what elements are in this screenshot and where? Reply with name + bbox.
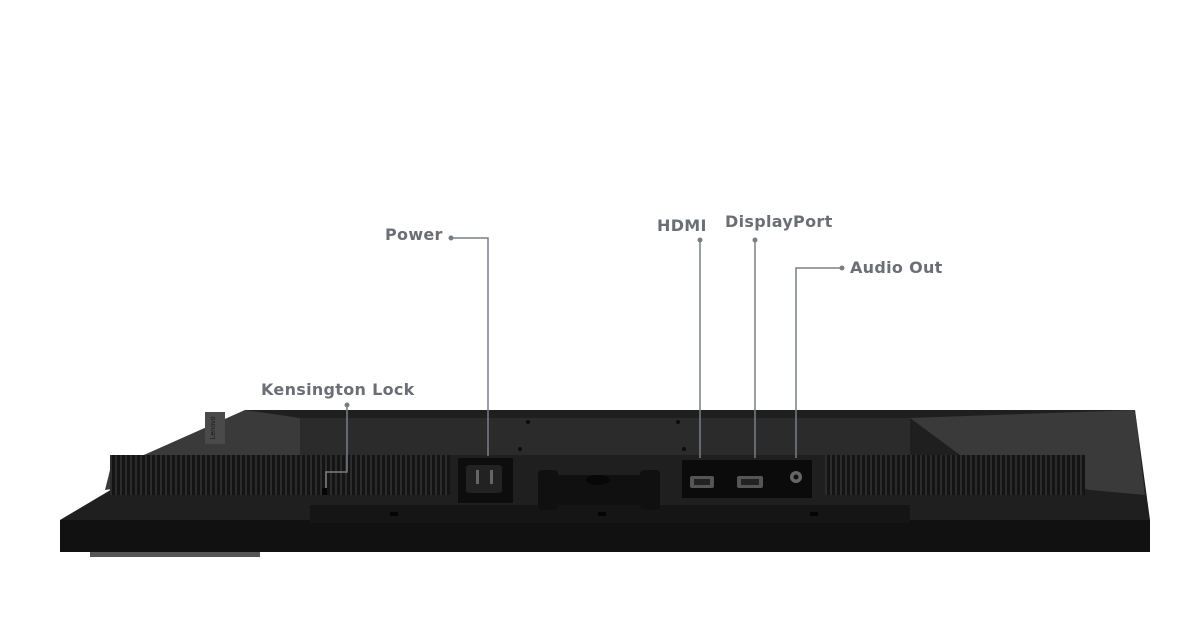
audio-out-leader: [795, 267, 842, 458]
power-leader: [451, 237, 489, 456]
lenovo-logo: Lenovo: [205, 412, 225, 444]
audio-out-jack: [790, 471, 802, 483]
stand-bracket: [310, 505, 910, 523]
monitor-front-edge: [60, 520, 1150, 552]
vesa-mount-holes: [518, 420, 686, 451]
monitor-bottom-shadow: [90, 552, 260, 557]
kensington-slot: [322, 488, 327, 495]
power-label: Power: [385, 225, 443, 244]
power-port: [458, 458, 513, 503]
displayport-port: [737, 476, 763, 488]
kensington-leader: [325, 405, 348, 488]
audio-out-label: Audio Out: [850, 258, 943, 277]
monitor-back-upper: [300, 418, 910, 455]
displayport-label: DisplayPort: [725, 212, 833, 231]
kensington-lock-label: Kensington Lock: [261, 380, 415, 399]
leader-dots: [344, 235, 845, 408]
left-vents: [110, 455, 450, 495]
right-vents: [825, 455, 1085, 495]
hdmi-port: [690, 476, 714, 488]
hdmi-label: HDMI: [657, 216, 707, 235]
svg-text:Lenovo: Lenovo: [210, 416, 217, 439]
leader-lines: [325, 237, 842, 488]
stand-hinge: [538, 470, 660, 510]
right-bevel: [910, 410, 1145, 495]
